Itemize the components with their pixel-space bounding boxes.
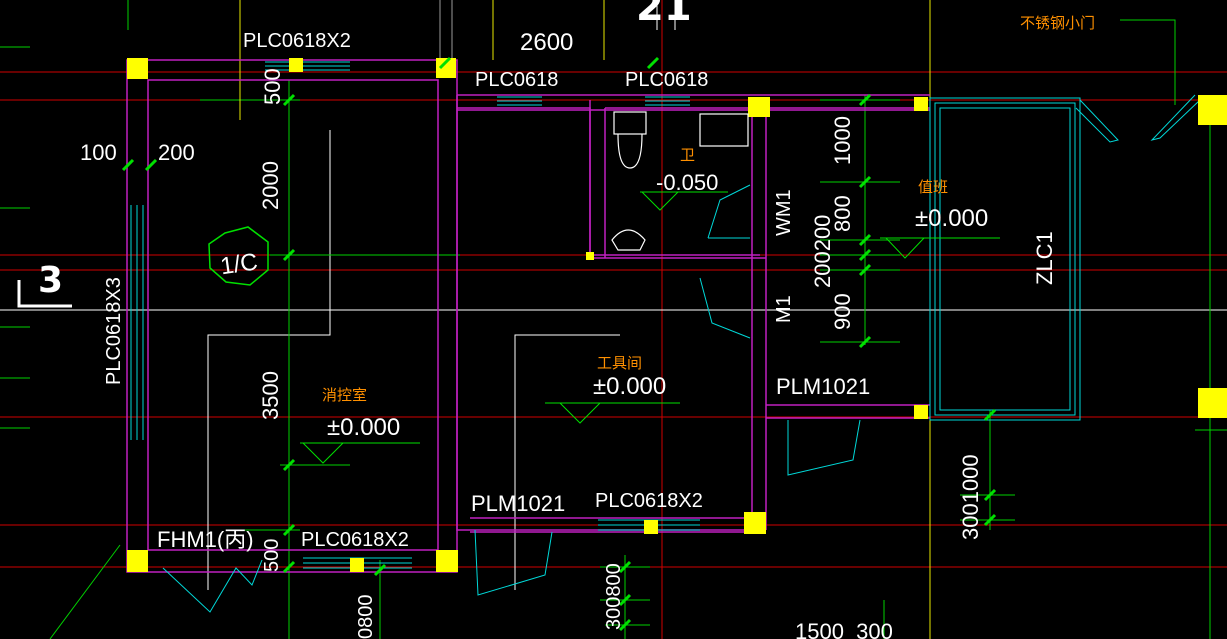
- dim-2600: 2600: [520, 29, 573, 56]
- window-plc-top-mid2: PLC0618: [625, 69, 708, 91]
- window-zlc1: ZLC1: [1032, 231, 1057, 285]
- dim-1000: 1000: [830, 116, 855, 165]
- dim-1500-300: 1500 300: [795, 619, 893, 639]
- dim-500-top: 500: [260, 68, 285, 105]
- dim-3500: 3500: [258, 371, 283, 420]
- columns: [127, 58, 1227, 572]
- level-fire-control: ±0.000: [327, 414, 400, 441]
- axis-label-21: 21: [636, 0, 692, 30]
- level-tool: ±0.000: [593, 373, 666, 400]
- window-plc-top-mid1: PLC0618: [475, 69, 558, 91]
- room-duty-label: 值班: [918, 178, 948, 196]
- dim-ticks: [121, 56, 997, 632]
- level-duty: ±0.000: [915, 205, 988, 232]
- axis-bubble-label: 1/C: [219, 248, 260, 280]
- window-plc-bottom-mid: PLC0618X2: [595, 490, 703, 512]
- level-markers: [300, 191, 1000, 464]
- dim-800-bottom: 0800: [355, 595, 377, 639]
- door-plm1021-right: PLM1021: [776, 374, 870, 399]
- dim-2000: 2000: [258, 161, 283, 210]
- label-stainless-door: 不锈钢小门: [1020, 14, 1095, 32]
- door-plm1021-bottom: PLM1021: [471, 491, 565, 516]
- dim-200200: 200200: [810, 215, 835, 288]
- level-wc: -0.050: [656, 170, 718, 195]
- room-fire-control-label: 消控室: [322, 386, 367, 404]
- section-symbol: [17, 280, 72, 308]
- window-plc-top-left: PLC0618X2: [243, 30, 351, 52]
- dim-300800: 300800: [603, 563, 625, 630]
- dim-900: 900: [830, 293, 855, 330]
- guide-lines: [0, 0, 1227, 590]
- section-label-3: 3: [38, 260, 63, 301]
- room-tool-label: 工具间: [597, 354, 642, 372]
- axis-bubble-1c: [208, 226, 269, 286]
- room-wc-label: 卫: [680, 146, 695, 164]
- door-fhm1: FHM1(丙): [157, 527, 254, 552]
- grey-guide: [439, 0, 453, 60]
- dim-500-bottom: 500: [261, 539, 283, 572]
- door-m1: M1: [773, 295, 795, 323]
- window-plc-left-vertical: PLC0618X3: [103, 277, 125, 385]
- dim-3001000: 3001000: [958, 454, 983, 540]
- wc-fixtures: [611, 111, 749, 251]
- dim-100: 100: [80, 140, 117, 165]
- window-plc-bottom-left: PLC0618X2: [301, 529, 409, 551]
- dim-800-right: 800: [830, 195, 855, 232]
- dim-200: 200: [158, 140, 195, 165]
- door-wm1: WM1: [773, 189, 795, 236]
